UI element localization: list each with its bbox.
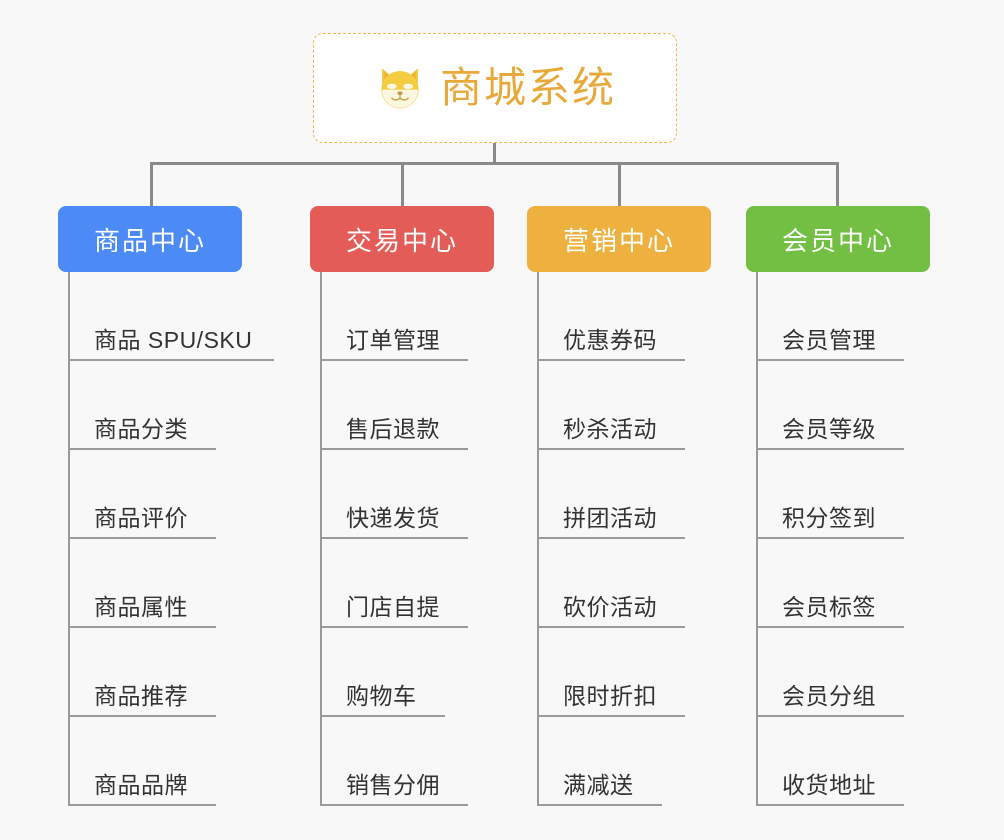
leaf-list-product: 商品 SPU/SKU 商品分类 商品评价 商品属性 商品推荐 商品品牌: [58, 272, 274, 806]
leaf-label: 会员管理: [782, 327, 876, 353]
leaf-underline: [68, 715, 216, 717]
leaf-label: 会员等级: [782, 416, 876, 442]
leaf-underline: [320, 537, 468, 539]
leaf-label: 门店自提: [346, 594, 440, 620]
leaf-item[interactable]: 秒杀活动: [527, 361, 711, 450]
leaf-label: 会员标签: [782, 594, 876, 620]
leaf-item[interactable]: 限时折扣: [527, 628, 711, 717]
leaf-label: 会员分组: [782, 683, 876, 709]
leaf-item[interactable]: 商品分类: [58, 361, 242, 450]
shiba-dog-face-icon: [374, 62, 426, 114]
leaf-label: 商品 SPU/SKU: [94, 327, 253, 353]
leaf-item[interactable]: 商品评价: [58, 450, 242, 539]
leaf-item[interactable]: 售后退款: [310, 361, 494, 450]
leaf-label: 购物车: [346, 683, 417, 709]
leaf-underline: [537, 448, 685, 450]
leaf-label: 限时折扣: [563, 683, 657, 709]
leaf-label: 优惠券码: [563, 327, 657, 353]
connector-drop-1: [150, 162, 153, 206]
leaf-underline: [537, 626, 685, 628]
branch-header-label: 营销中心: [562, 225, 675, 256]
connector-drop-2: [401, 162, 404, 206]
leaf-underline: [68, 804, 216, 806]
leaf-item[interactable]: 商品属性: [58, 539, 242, 628]
branch-header-member[interactable]: 会员中心: [746, 206, 930, 272]
leaf-item[interactable]: 积分签到: [746, 450, 930, 539]
leaf-underline: [537, 804, 662, 806]
leaf-underline: [320, 359, 468, 361]
leaf-underline: [537, 359, 685, 361]
leaf-item[interactable]: 订单管理: [310, 272, 494, 361]
leaf-item[interactable]: 销售分佣: [310, 717, 494, 806]
leaf-item[interactable]: 门店自提: [310, 539, 494, 628]
connector-drop-4: [836, 162, 839, 206]
leaf-item[interactable]: 快递发货: [310, 450, 494, 539]
leaf-item[interactable]: 收货地址: [746, 717, 930, 806]
root-node[interactable]: 商城系统: [313, 33, 677, 143]
leaf-item[interactable]: 会员标签: [746, 539, 930, 628]
leaf-item[interactable]: 砍价活动: [527, 539, 711, 628]
leaf-underline: [756, 359, 904, 361]
branch-header-label: 商品中心: [93, 225, 206, 256]
branch-header-label: 交易中心: [345, 225, 458, 256]
leaf-label: 订单管理: [346, 327, 440, 353]
branch-column-member: 会员中心 会员管理 会员等级 积分签到 会员标签 会员分组: [746, 206, 930, 806]
leaf-underline: [320, 626, 468, 628]
leaf-label: 售后退款: [346, 416, 440, 442]
leaf-underline: [537, 537, 685, 539]
leaf-item[interactable]: 会员分组: [746, 628, 930, 717]
leaf-label: 拼团活动: [563, 505, 657, 531]
leaf-label: 商品品牌: [94, 772, 188, 798]
leaf-underline: [68, 626, 216, 628]
leaf-list-marketing: 优惠券码 秒杀活动 拼团活动 砍价活动 限时折扣 满减送: [527, 272, 711, 806]
branch-column-marketing: 营销中心 优惠券码 秒杀活动 拼团活动 砍价活动 限时折扣: [527, 206, 711, 806]
leaf-label: 秒杀活动: [563, 416, 657, 442]
leaf-label: 收货地址: [782, 772, 876, 798]
branch-header-trade[interactable]: 交易中心: [310, 206, 494, 272]
branch-column-trade: 交易中心 订单管理 售后退款 快递发货 门店自提 购物车: [310, 206, 494, 806]
leaf-label: 满减送: [563, 772, 634, 798]
leaf-item[interactable]: 拼团活动: [527, 450, 711, 539]
branch-header-product[interactable]: 商品中心: [58, 206, 242, 272]
leaf-underline: [320, 804, 468, 806]
leaf-label: 商品推荐: [94, 683, 188, 709]
leaf-underline: [756, 626, 904, 628]
leaf-label: 商品分类: [94, 416, 188, 442]
leaf-list-member: 会员管理 会员等级 积分签到 会员标签 会员分组 收货地址: [746, 272, 930, 806]
connector-horizontal-bus: [150, 162, 839, 165]
leaf-underline: [68, 448, 216, 450]
connector-drop-3: [618, 162, 621, 206]
branch-header-label: 会员中心: [781, 225, 894, 256]
leaf-underline: [320, 715, 445, 717]
leaf-label: 商品属性: [94, 594, 188, 620]
leaf-underline: [320, 448, 468, 450]
leaf-label: 商品评价: [94, 505, 188, 531]
leaf-underline: [68, 537, 216, 539]
leaf-label: 砍价活动: [563, 594, 657, 620]
leaf-underline: [756, 715, 904, 717]
leaf-item[interactable]: 会员管理: [746, 272, 930, 361]
connector-root-stem: [493, 143, 496, 164]
leaf-underline: [756, 448, 904, 450]
leaf-underline: [756, 537, 904, 539]
leaf-item[interactable]: 商品 SPU/SKU: [58, 272, 274, 361]
leaf-underline: [756, 804, 904, 806]
leaf-item[interactable]: 满减送: [527, 717, 711, 806]
branch-header-marketing[interactable]: 营销中心: [527, 206, 711, 272]
leaf-label: 销售分佣: [346, 772, 440, 798]
leaf-item[interactable]: 商品推荐: [58, 628, 242, 717]
branch-column-product: 商品中心 商品 SPU/SKU 商品分类 商品评价 商品属性 商品推荐: [58, 206, 274, 806]
leaf-list-trade: 订单管理 售后退款 快递发货 门店自提 购物车 销售分佣: [310, 272, 494, 806]
leaf-label: 快递发货: [346, 505, 440, 531]
leaf-item[interactable]: 优惠券码: [527, 272, 711, 361]
leaf-item[interactable]: 会员等级: [746, 361, 930, 450]
leaf-item[interactable]: 购物车: [310, 628, 494, 717]
leaf-underline: [537, 715, 685, 717]
leaf-label: 积分签到: [782, 505, 876, 531]
leaf-item[interactable]: 商品品牌: [58, 717, 242, 806]
root-title: 商城系统: [439, 64, 616, 111]
leaf-underline: [68, 359, 274, 361]
